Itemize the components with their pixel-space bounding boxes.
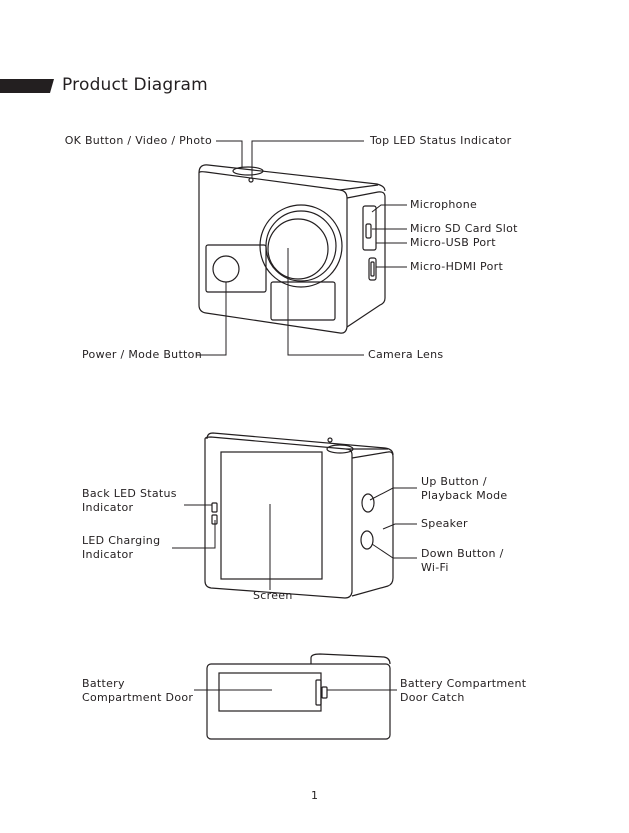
label-battery-catch-line2: Door Catch <box>400 691 465 704</box>
label-down-button-line1: Down Button / <box>421 547 504 560</box>
back-led <box>211 502 218 513</box>
front-leader-lines <box>196 140 407 356</box>
back-leader-lines <box>172 487 417 590</box>
camera-back-view <box>204 432 394 599</box>
page-title: Product Diagram <box>62 75 208 95</box>
lens-glass <box>267 218 329 280</box>
label-micro-sd: Micro SD Card Slot <box>410 222 518 235</box>
label-back-led-line1: Back LED Status <box>82 487 177 500</box>
micro-hdmi-port <box>368 257 377 281</box>
micro-sd-slot <box>365 223 372 239</box>
down-button <box>360 530 374 550</box>
label-down-button-line2: Wi-Fi <box>421 561 449 574</box>
camera-front-view <box>198 164 386 334</box>
label-power-mode: Power / Mode Button <box>82 348 202 361</box>
label-microphone: Microphone <box>410 198 478 211</box>
label-ok-button: OK Button / Video / Photo <box>64 134 212 147</box>
page-number: 1 <box>311 789 318 802</box>
back-top-led <box>327 437 333 443</box>
title-accent-bar <box>0 79 54 93</box>
power-mode-button <box>212 255 240 283</box>
top-led <box>248 177 254 183</box>
label-led-charging-line2: Indicator <box>82 548 134 561</box>
label-screen: Screen <box>253 589 293 602</box>
front-plate <box>270 281 336 321</box>
lens-ring-outer <box>259 204 343 288</box>
port-panel-upper <box>362 205 377 251</box>
camera-bottom-body <box>206 663 391 740</box>
label-battery-door-line1: Battery <box>82 677 125 690</box>
camera-bottom-view <box>206 653 391 740</box>
label-camera-lens: Camera Lens <box>368 348 444 361</box>
back-top-button <box>326 444 354 454</box>
label-up-button-line1: Up Button / <box>421 475 487 488</box>
label-top-led: Top LED Status Indicator <box>370 134 512 147</box>
power-mode-panel <box>205 244 267 293</box>
label-micro-usb: Micro-USB Port <box>410 236 496 249</box>
ok-button <box>232 166 264 176</box>
battery-door <box>218 672 322 712</box>
label-led-charging-line1: LED Charging <box>82 534 161 547</box>
label-up-button-line2: Playback Mode <box>421 489 508 502</box>
battery-door-catch <box>315 679 322 706</box>
label-battery-door-line2: Compartment Door <box>82 691 194 704</box>
label-speaker: Speaker <box>421 517 468 530</box>
screen <box>220 451 323 580</box>
label-micro-hdmi: Micro-HDMI Port <box>410 260 504 273</box>
up-button <box>361 493 375 513</box>
label-battery-catch-line1: Battery Compartment <box>400 677 527 690</box>
label-back-led-line2: Indicator <box>82 501 134 514</box>
